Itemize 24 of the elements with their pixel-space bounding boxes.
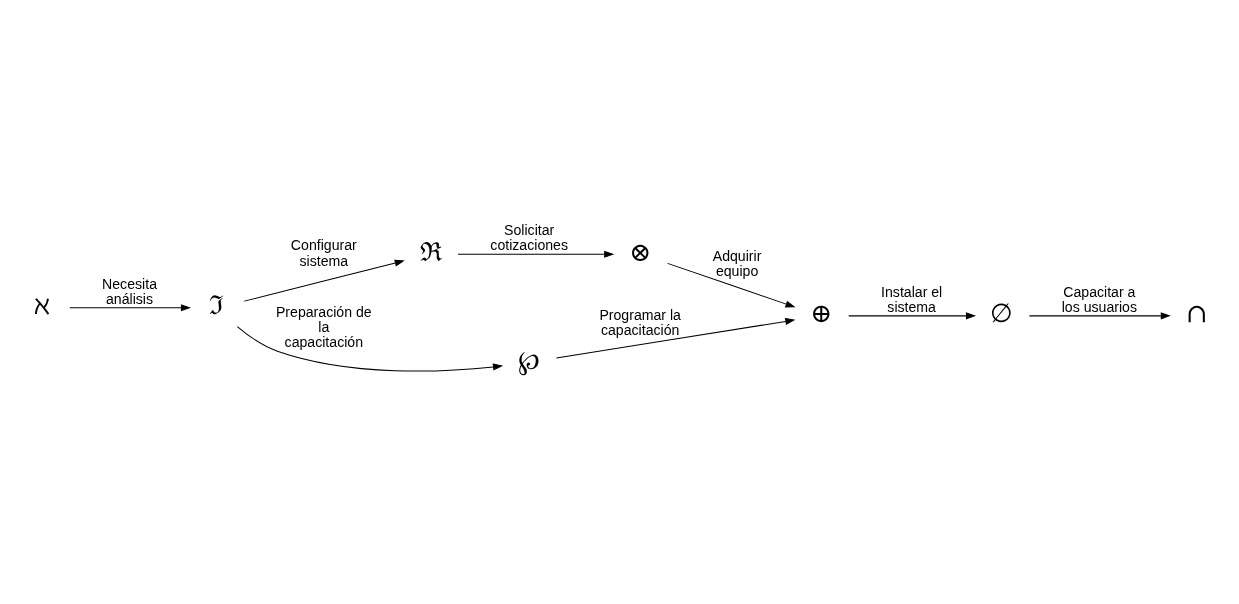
node-text: ∅ bbox=[990, 297, 1014, 328]
edge-label: Adquirir equipo bbox=[712, 247, 762, 279]
node-text: ⊕ bbox=[810, 297, 833, 328]
edge-label: Necesita análisis bbox=[102, 275, 157, 307]
edge-label: Configurar sistema bbox=[290, 236, 357, 269]
node-text: ℜ bbox=[419, 236, 442, 267]
edge-label: Capacitar a los usuarios bbox=[1061, 283, 1138, 315]
edge-label: Instalar el sistema bbox=[881, 283, 943, 315]
arrow bbox=[69, 303, 192, 311]
node-text: ℵ bbox=[34, 289, 51, 320]
edge-label: Programar la capacitación bbox=[599, 306, 681, 338]
arrow bbox=[667, 262, 796, 307]
node-text: ℘ bbox=[518, 344, 541, 375]
arrow bbox=[457, 250, 615, 258]
arrow bbox=[236, 325, 504, 372]
arrow bbox=[1028, 311, 1171, 319]
arrow bbox=[555, 317, 796, 359]
arrow bbox=[848, 311, 977, 319]
node-text: ⊗ bbox=[629, 236, 652, 267]
edge-label: Solicitar cotizaciones bbox=[490, 221, 569, 253]
node-text: ∩ bbox=[1185, 297, 1208, 328]
edge-label: Preparación de la capacitación bbox=[275, 303, 372, 350]
node-text: ℑ bbox=[209, 289, 225, 320]
arrow bbox=[243, 259, 405, 302]
